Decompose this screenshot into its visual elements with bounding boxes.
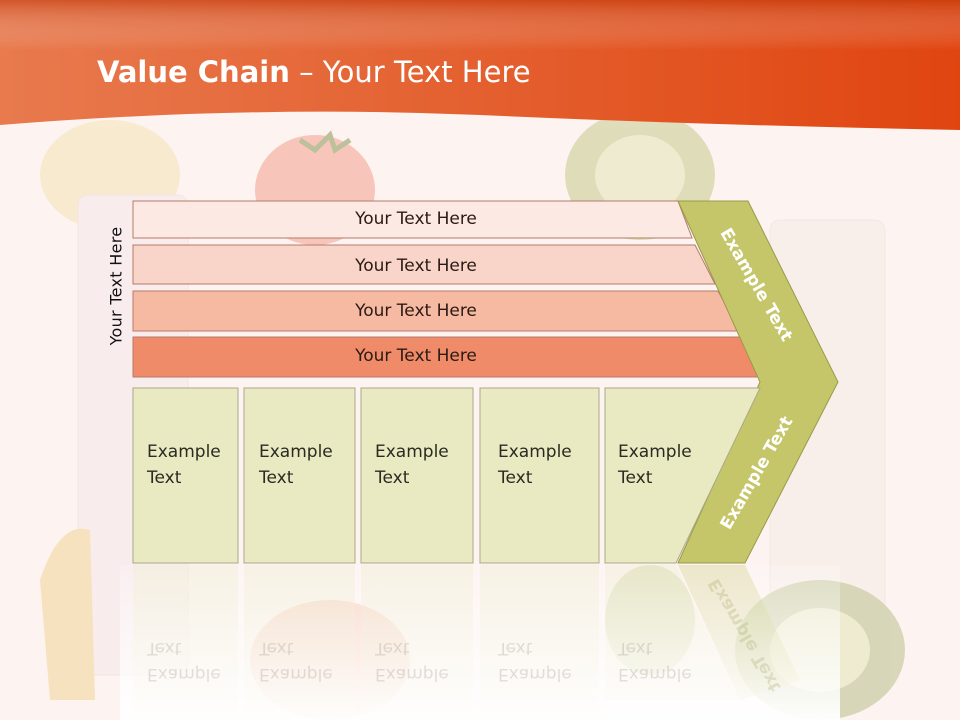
- box-5: [604, 387, 761, 564]
- bar-label-3: Your Text Here: [355, 301, 477, 321]
- chevron-arrow: [677, 200, 839, 564]
- header-band: [0, 0, 960, 130]
- box-2: [243, 387, 356, 564]
- reflection-fade: [120, 565, 840, 720]
- bar-label-1: Your Text Here: [355, 209, 477, 229]
- box-1: [132, 387, 239, 564]
- bar-2: [132, 244, 716, 285]
- box-3: [360, 387, 474, 564]
- box-4: [479, 387, 600, 564]
- bar-label-2: Your Text Here: [355, 256, 477, 276]
- side-label: Your Text Here: [106, 226, 126, 346]
- box-group: [132, 387, 761, 564]
- page-title: Value Chain – Your Text Here: [97, 55, 531, 89]
- bar-1: [132, 200, 693, 239]
- bar-label-4: Your Text Here: [355, 346, 477, 366]
- bar-group: [132, 200, 765, 378]
